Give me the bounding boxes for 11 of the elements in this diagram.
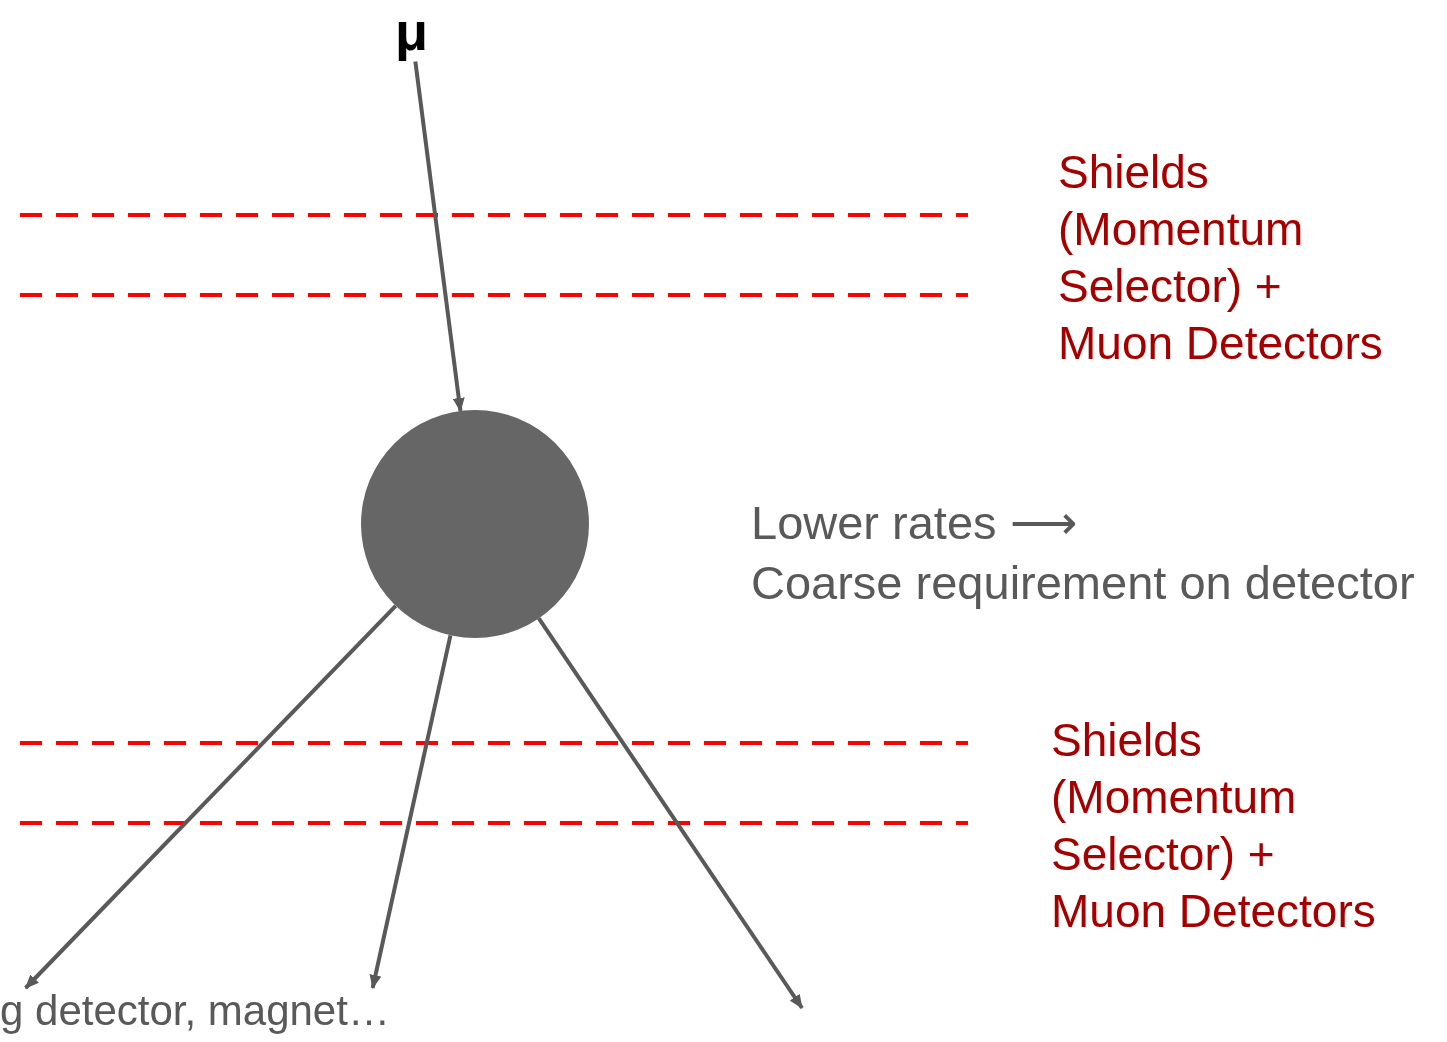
shield-note: Shields (Momentum Selector) + Muon Detectors xyxy=(1051,713,1377,939)
shield-note: Shields (Momentum Selector) + Muon Detectors xyxy=(1058,145,1384,371)
arrow xyxy=(413,61,465,412)
arrow xyxy=(537,617,804,1010)
detector-text: g detector, magnet… xyxy=(0,988,390,1035)
arrow xyxy=(369,634,453,989)
interaction-circle xyxy=(361,410,589,638)
annotation-text: Lower rates ⟶ xyxy=(751,495,1077,551)
arrow xyxy=(24,604,398,990)
annotation-text: Coarse requirement on detector xyxy=(751,555,1415,611)
particle-label: μ xyxy=(395,2,429,62)
